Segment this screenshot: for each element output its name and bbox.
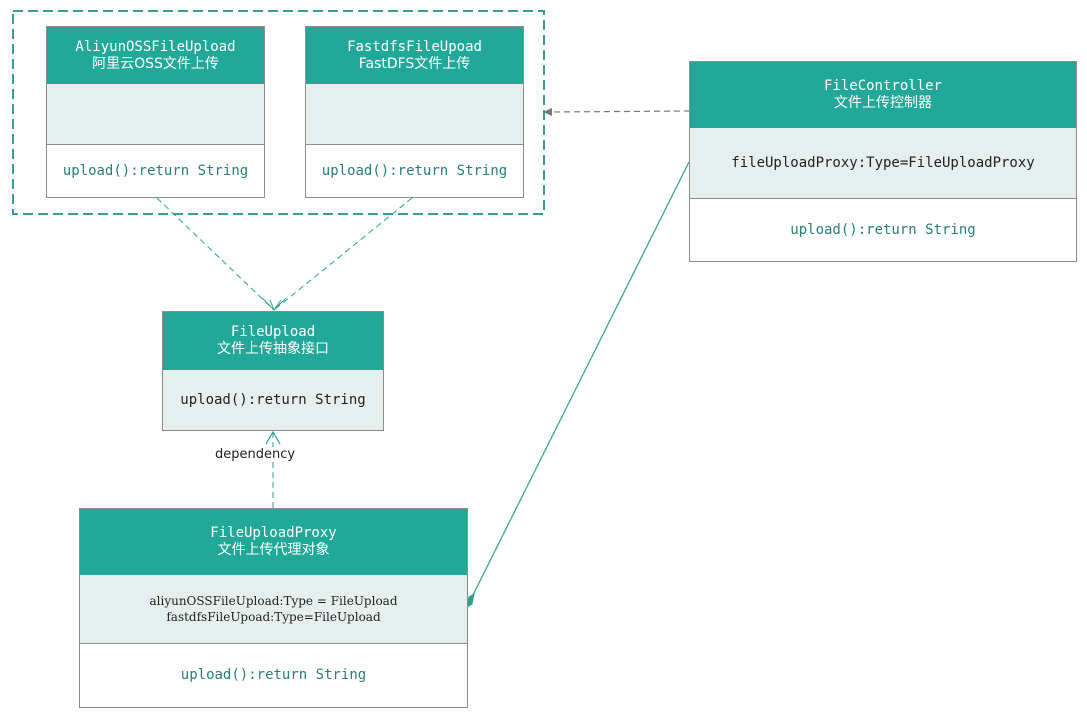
class-name: AliyunOSSFileUpload [75, 38, 236, 55]
class-description: 文件上传抽象接口 [217, 341, 329, 357]
fileupload-top-arrowhead-left2 [269, 299, 275, 311]
attributes-compartment [306, 84, 523, 145]
class-description: 文件上传代理对象 [217, 542, 330, 558]
class-fastdfs-file-upoad[interactable]: FastdfsFileUpoad FastDFS文件上传 upload():re… [305, 26, 524, 198]
class-file-upload-proxy[interactable]: FileUploadProxy 文件上传代理对象 aliyunOSSFileUp… [79, 508, 468, 708]
implementations-group-frame [12, 10, 545, 215]
class-name: FileUpload [230, 324, 316, 340]
class-header: FastdfsFileUpoad FastDFS文件上传 [306, 27, 523, 85]
class-header: FileController 文件上传控制器 [690, 62, 1076, 129]
class-description: 阿里云OSS文件上传 [92, 55, 219, 72]
methods-compartment: upload():return String [163, 370, 383, 430]
class-attribute: fastdfsFileUpoad:Type=FileUpload [166, 610, 381, 624]
dependency-label: dependency [213, 447, 298, 462]
class-aliyun-oss-file-upload[interactable]: AliyunOSSFileUpload 阿里云OSS文件上传 upload():… [46, 26, 265, 198]
aliyun-to-fileupload-line [156, 197, 275, 311]
class-method: upload():return String [180, 392, 366, 408]
class-name: FileUploadProxy [210, 525, 337, 541]
class-header: FileUpload 文件上传抽象接口 [163, 312, 383, 371]
class-name: FileController [823, 78, 942, 94]
controller-to-proxy-composition-line [470, 161, 690, 600]
class-attribute: aliyunOSSFileUpload:Type = FileUpload [149, 594, 398, 608]
class-description: 文件上传控制器 [834, 95, 932, 111]
controller-to-group-dependency [547, 110, 691, 113]
class-file-upload[interactable]: FileUpload 文件上传抽象接口 upload():return Stri… [162, 311, 384, 431]
class-attribute: fileUploadProxy:Type=FileUploadProxy [731, 155, 1035, 171]
class-method: upload():return String [790, 221, 976, 238]
class-name: FastdfsFileUpoad [347, 38, 482, 55]
class-header: FileUploadProxy 文件上传代理对象 [80, 509, 467, 576]
controller-to-group-arrowhead [543, 108, 552, 116]
fileupload-top-arrowhead-left [261, 297, 275, 311]
attributes-compartment: aliyunOSSFileUpload:Type = FileUpload fa… [80, 575, 467, 644]
attributes-compartment: fileUploadProxy:Type=FileUploadProxy [690, 128, 1076, 199]
proxy-to-fileupload-arrowhead [265, 430, 281, 445]
class-method: upload():return String [62, 162, 249, 179]
class-header: AliyunOSSFileUpload 阿里云OSS文件上传 [47, 27, 264, 85]
class-method: upload():return String [180, 667, 367, 683]
class-file-controller[interactable]: FileController 文件上传控制器 fileUploadProxy:T… [689, 61, 1077, 262]
class-description: FastDFS文件上传 [358, 55, 471, 72]
fileupload-top-arrowhead-right2 [273, 299, 282, 311]
attributes-compartment [47, 84, 264, 145]
composition-diamond [466, 592, 475, 609]
class-method: upload():return String [321, 162, 508, 179]
